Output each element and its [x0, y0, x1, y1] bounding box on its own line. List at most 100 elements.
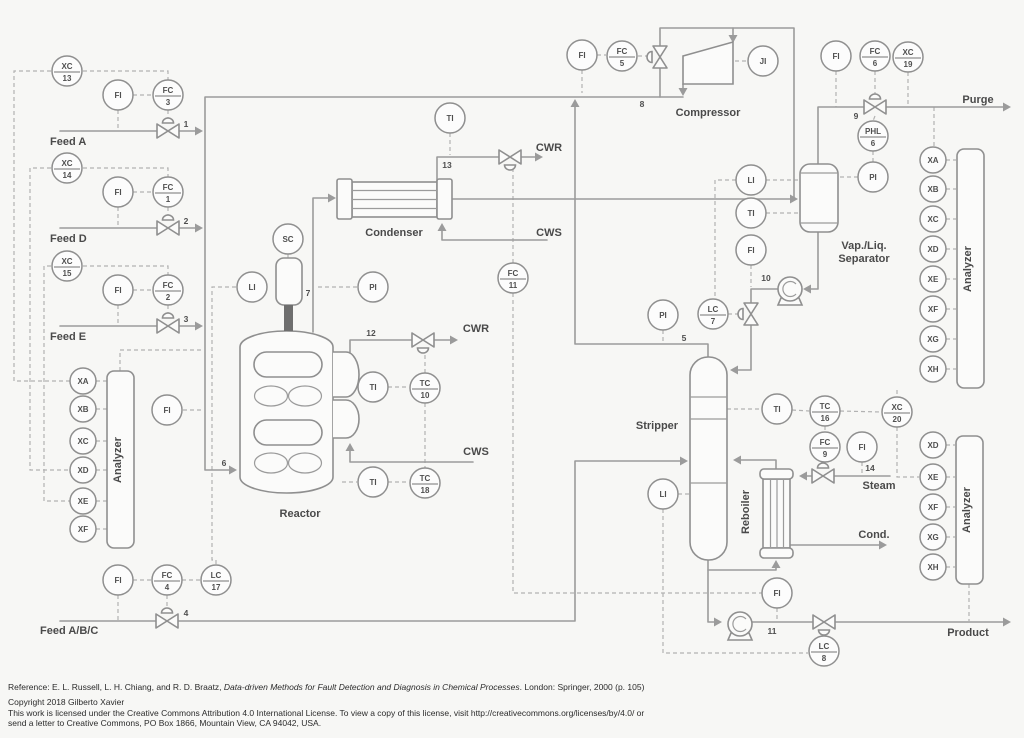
signal-line-21: [119, 349, 203, 371]
bubble-number: 1: [166, 195, 171, 204]
signal-line-37: [512, 293, 762, 594]
flow-arrow-18: [437, 223, 447, 231]
bubble-circle: [919, 205, 947, 233]
bubble-tag: FI: [832, 52, 839, 61]
bubble-circle: [919, 355, 947, 383]
bubble-circle: [51, 250, 83, 282]
bubble-tag: FI: [163, 406, 170, 415]
bubble-tag: FC: [163, 281, 174, 290]
fi-bubble: FI: [102, 274, 134, 306]
bubble-tag: TI: [369, 383, 376, 392]
stream-number-14: 14: [865, 463, 875, 473]
flow-arrow-1: [195, 223, 203, 233]
bubble-tag: LI: [659, 490, 666, 499]
pump-impeller: [732, 615, 747, 633]
bubble-tag: XE: [928, 275, 939, 284]
flow-arrow-4: [328, 193, 336, 203]
xd-bubble: XD: [919, 431, 947, 459]
fi-bubble: FI: [735, 234, 767, 266]
agitator-coil: [253, 385, 289, 407]
process-line-14: [817, 106, 1009, 165]
bubble-circle: [69, 515, 97, 543]
fi-bubble: FI: [761, 577, 793, 609]
bubble-circle: [200, 564, 232, 596]
bubble-circle: [761, 393, 793, 425]
xa-bubble: XA: [69, 367, 97, 395]
stream-number-7: 7: [306, 288, 311, 298]
signal-line-11: [43, 265, 70, 502]
signal-line-6: [29, 167, 70, 471]
bubble-circle: [51, 152, 83, 184]
bubble-tag: XC: [61, 159, 72, 168]
valve-body: [811, 468, 835, 484]
bubble-tag: TC: [420, 379, 431, 388]
bubble-circle: [606, 40, 638, 72]
fc-3-bubble: FC3: [152, 79, 184, 111]
bubble-circle: [497, 262, 529, 294]
bubble-number: 18: [421, 486, 430, 495]
ti-bubble: TI: [735, 197, 767, 229]
valve-actuator: [816, 462, 830, 469]
stream-number-12: 12: [366, 328, 376, 338]
bubble-circle: [857, 161, 889, 193]
xc-bubble: XC: [69, 427, 97, 455]
pumps: [726, 276, 804, 641]
xd-bubble: XD: [69, 456, 97, 484]
equipment-label-2: Feed E: [50, 331, 86, 343]
bubble-tag: FC: [617, 47, 628, 56]
bubble-number: 16: [821, 414, 830, 423]
signal-line-60: [714, 179, 736, 299]
license-line-2: send a letter to Creative Commons, PO Bo…: [8, 718, 322, 728]
bubble-circle: [919, 523, 947, 551]
signal-line-27: [211, 286, 236, 565]
equipment-label-15: CWR: [536, 142, 562, 154]
separator-vessel: [799, 163, 839, 233]
bubble-circle: [647, 299, 679, 331]
process-line-15: [805, 231, 819, 290]
bubble-tag: XD: [927, 441, 938, 450]
process-line-8: [312, 197, 334, 333]
bubble-tag: XA: [927, 156, 938, 165]
bubble-circle: [69, 427, 97, 455]
bubble-tag: SC: [282, 235, 293, 244]
valve-actuator: [737, 307, 744, 321]
reference-note: Reference: E. L. Russell, L. H. Chiang, …: [8, 682, 1013, 693]
stream-number-10: 10: [761, 273, 771, 283]
valve-body: [156, 220, 180, 236]
valve-5: [498, 149, 522, 171]
analyzer-box-right-top: [956, 148, 985, 389]
bubble-tag: FI: [858, 443, 865, 452]
fi-bubble: FI: [820, 40, 852, 72]
bubble-circle: [434, 102, 466, 134]
agitator-motor: [275, 257, 303, 306]
flow-arrow-14: [733, 455, 741, 465]
valve-body: [155, 613, 179, 629]
bubble-number: 11: [509, 281, 518, 290]
valve-body: [498, 149, 522, 165]
flow-arrow-13: [799, 471, 807, 481]
ti-bubble: TI: [357, 466, 389, 498]
license-note: Copyright 2018 Gilberto Xavier This work…: [8, 697, 1013, 729]
bubble-circle: [102, 564, 134, 596]
bubble-circle: [919, 463, 947, 491]
bubble-circle: [357, 371, 389, 403]
valve-body: [652, 45, 668, 69]
bubble-tag: FC: [870, 47, 881, 56]
pump-casing: [777, 276, 803, 302]
flow-arrow-16: [803, 284, 811, 294]
valve-3: [155, 607, 179, 629]
stream-number-3: 3: [184, 314, 189, 324]
equipment-label-16: CWS: [536, 227, 562, 239]
flow-arrow-3: [229, 465, 237, 475]
equipment-label-8: Vap./Liq.: [841, 240, 886, 252]
valve-7: [863, 93, 887, 115]
bubble-circle: [892, 41, 924, 73]
bubble-circle: [881, 396, 913, 428]
fc-5-bubble: FC5: [606, 40, 638, 72]
bubble-tag: XE: [78, 497, 89, 506]
pump-1: [726, 611, 754, 641]
